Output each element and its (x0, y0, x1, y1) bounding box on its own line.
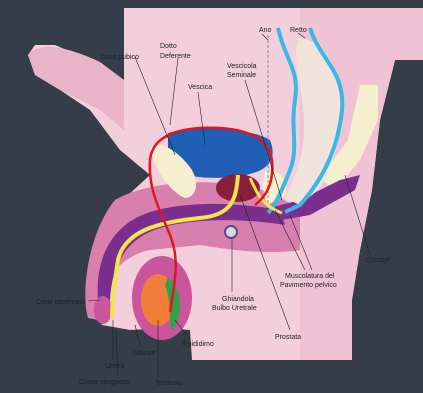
label-vescicola-1: Vescicola (227, 63, 257, 70)
label-muscolatura-1: Muscolatura del (285, 273, 335, 280)
label-dotto-deferente-1: Dotto (160, 43, 177, 50)
label-testicolo: Testicolo (155, 380, 182, 387)
label-ano: Ano (259, 27, 272, 34)
label-corpo-spugnoso: Corpo spugnoso (79, 379, 130, 386)
label-vescica: Vescica (188, 84, 212, 91)
label-coccige: Coccige (365, 257, 390, 264)
label-retto: Retto (290, 27, 307, 34)
label-prostata: Prostata (275, 334, 301, 341)
label-epididimo: Epididimo (183, 341, 214, 348)
ghiandola-shape (225, 226, 237, 238)
label-osso-pubico: Osso pubico (100, 54, 139, 61)
label-corpi-cavernosi: Corpi cavernosi (36, 299, 85, 306)
label-muscolatura-2: Pavimento pelvico (280, 282, 337, 289)
label-glande: Glande (133, 350, 156, 357)
label-ghiandola-1: Ghiandola (222, 296, 254, 303)
label-dotto-deferente-2: Deferente (160, 53, 191, 60)
label-uretra: Uretra (105, 363, 125, 370)
label-vescicola-2: Seminale (227, 72, 256, 79)
label-ghiandola-2: Bulbo Uretrale (212, 305, 257, 312)
